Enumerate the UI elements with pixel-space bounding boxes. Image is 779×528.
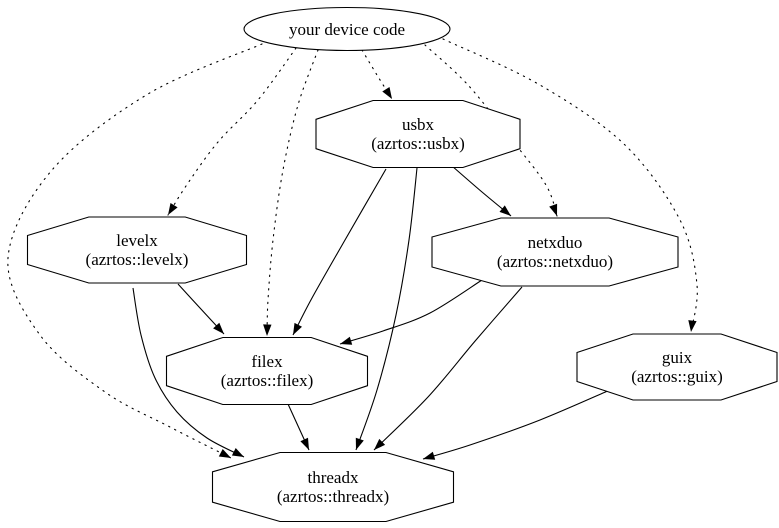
- edge-device-threadx: [7, 43, 263, 459]
- node-label-usbx-line1: usbx: [402, 115, 435, 134]
- solid-edge-line: [132, 287, 245, 458]
- arrowhead: [499, 205, 511, 216]
- arrowhead: [340, 336, 353, 345]
- ellipse-shape: [243, 6, 451, 52]
- node-netxduo: netxduo(azrtos::netxduo): [431, 217, 679, 287]
- node-label-filex-line1: filex: [251, 352, 283, 371]
- arrowhead: [231, 448, 244, 457]
- edge-device-usbx: [361, 49, 393, 100]
- node-label-guix-line2: (azrtos::guix): [631, 367, 723, 386]
- node-label-threadx-line1: threadx: [308, 468, 359, 487]
- edge-usbx-filex: [292, 168, 387, 336]
- node-label-netxduo-line1: netxduo: [528, 233, 583, 252]
- dotted-edge-line: [442, 38, 698, 333]
- octagon-shape: [576, 333, 778, 401]
- edge-usbx-threadx: [355, 167, 418, 451]
- octagon-shape: [26, 216, 248, 284]
- edge-netxduo-threadx: [373, 286, 523, 451]
- edge-device-filex: [263, 49, 319, 337]
- octagon-shape: [431, 217, 679, 287]
- node-threadx: threadx(azrtos::threadx): [211, 451, 455, 523]
- node-label-guix-line1: guix: [662, 348, 693, 367]
- node-usbx: usbx(azrtos::usbx): [315, 99, 521, 169]
- arrowhead: [213, 322, 224, 334]
- node-label-device-line1: your device code: [289, 20, 405, 39]
- solid-edge-line: [339, 279, 483, 345]
- edge-levelx-filex: [177, 283, 225, 335]
- edge-device-levelx: [167, 47, 297, 216]
- node-filex: filex(azrtos::filex): [165, 336, 369, 406]
- octagon-shape: [315, 99, 521, 169]
- arrowhead: [688, 320, 697, 332]
- arrowhead: [374, 438, 386, 450]
- arrowhead: [423, 451, 436, 460]
- solid-edge-line: [451, 165, 512, 217]
- node-label-filex-line2: (azrtos::filex): [221, 371, 314, 390]
- arrowhead: [168, 203, 178, 215]
- octagon-shape: [165, 336, 369, 406]
- solid-edge-line: [292, 168, 387, 336]
- node-guix: guix(azrtos::guix): [576, 333, 778, 401]
- edge-levelx-threadx: [132, 287, 245, 458]
- edge-usbx-netxduo: [451, 165, 512, 217]
- dotted-edge-line: [361, 49, 393, 100]
- arrowhead: [549, 203, 558, 216]
- edge-guix-threadx: [422, 389, 611, 460]
- arrowhead: [355, 437, 364, 450]
- node-label-levelx-line1: levelx: [116, 231, 158, 250]
- dotted-edge-line: [167, 47, 297, 216]
- arrowhead: [382, 87, 392, 99]
- node-levelx: levelx(azrtos::levelx): [26, 216, 248, 284]
- arrowhead: [293, 322, 302, 335]
- edge-filex-threadx: [287, 403, 310, 451]
- edge-netxduo-filex: [339, 279, 483, 345]
- solid-edge-line: [422, 389, 611, 460]
- solid-edge-line: [355, 167, 418, 451]
- node-label-threadx-line2: (azrtos::threadx): [277, 487, 389, 506]
- octagon-shape: [211, 451, 455, 523]
- arrowhead: [218, 449, 231, 458]
- node-label-netxduo-line2: (azrtos::netxduo): [497, 252, 613, 271]
- arrowhead: [263, 324, 272, 336]
- dotted-edge-line: [266, 49, 319, 337]
- solid-edge-line: [373, 286, 523, 451]
- node-label-levelx-line2: (azrtos::levelx): [86, 250, 189, 269]
- node-label-usbx-line2: (azrtos::usbx): [371, 134, 464, 153]
- edge-device-guix: [442, 38, 698, 333]
- arrowhead: [300, 437, 309, 450]
- node-device: your device code: [243, 6, 451, 52]
